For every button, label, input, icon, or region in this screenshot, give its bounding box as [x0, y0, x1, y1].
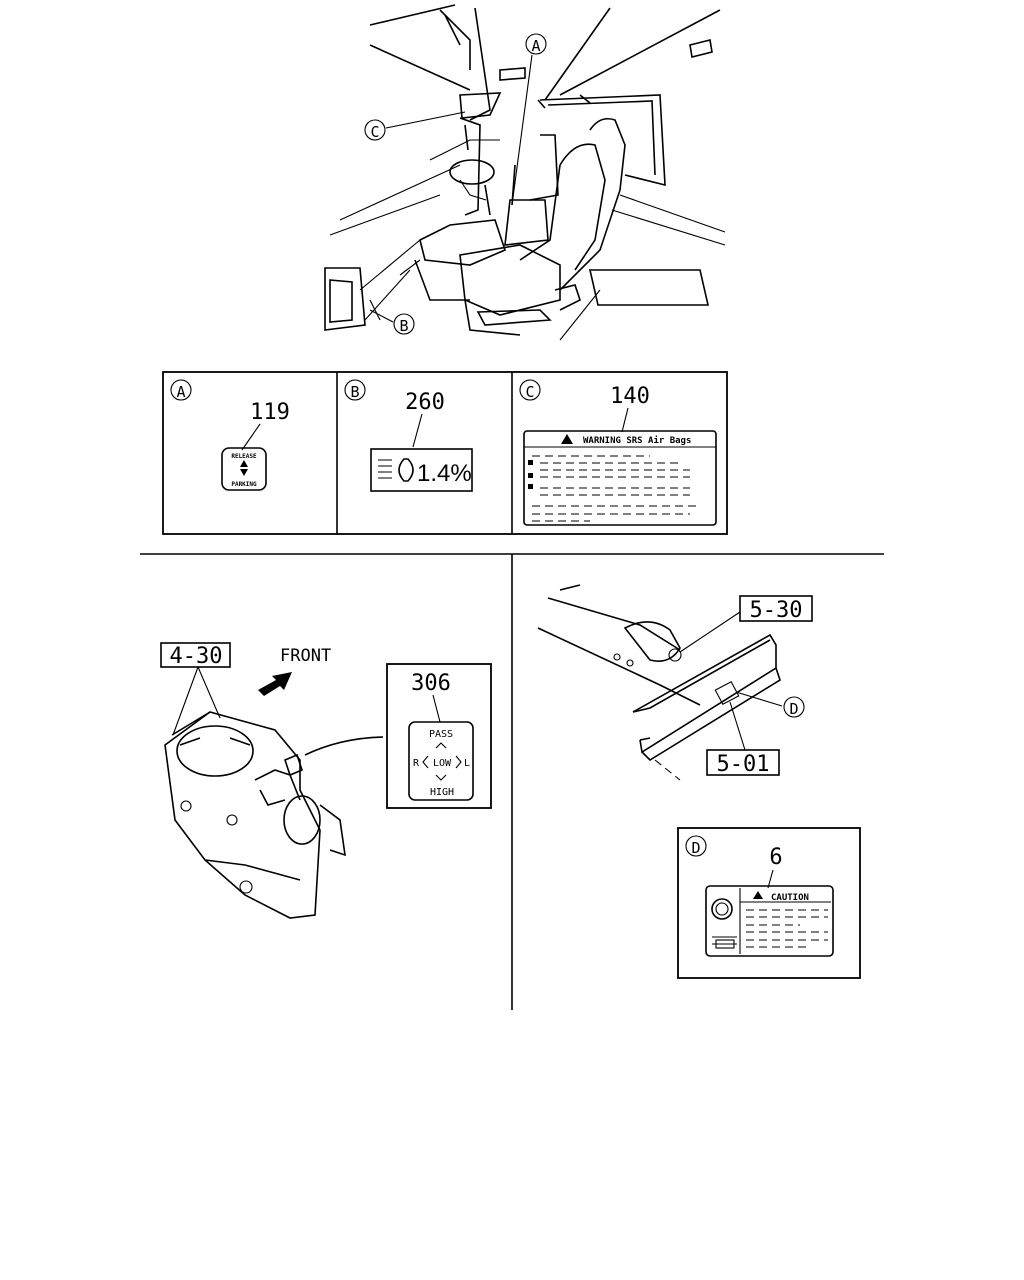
svg-text:L: L — [464, 758, 470, 769]
svg-text:B: B — [399, 317, 408, 335]
warning-triangle-icon — [561, 434, 573, 444]
svg-text:5-30: 5-30 — [750, 598, 803, 623]
svg-text:A: A — [176, 383, 185, 401]
frame-rail-section: 5-30 5-01 D — [537, 584, 813, 781]
callout-a: A — [525, 33, 547, 55]
front-arrow-icon — [258, 672, 292, 696]
ref-box-5-30 — [739, 595, 813, 622]
part-number-260: 260 — [405, 390, 445, 415]
caution-label — [705, 885, 834, 957]
svg-text:C: C — [370, 123, 379, 141]
svg-text:HIGH: HIGH — [430, 787, 454, 798]
ref-box-4-30 — [160, 642, 231, 668]
svg-text:B: B — [350, 383, 359, 401]
part-number-6: 6 — [769, 845, 782, 870]
front-label: FRONT — [280, 646, 331, 666]
headlight-icon — [398, 458, 414, 482]
panel-d: D 6 CAUTION — [677, 827, 861, 979]
panel-b: B 260 1.4% — [344, 379, 473, 492]
headlight-switch-label — [408, 721, 474, 801]
svg-text:D: D — [691, 839, 700, 857]
cab-interior-illustration — [324, 4, 726, 341]
part-number-140: 140 — [610, 384, 650, 409]
svg-text:C: C — [525, 383, 534, 401]
panel-c: C 140 WARNING SRS Air Bags — [519, 379, 717, 526]
svg-text:LOW: LOW — [433, 758, 452, 769]
panel-a: A 119 RELEASE PARKING — [170, 379, 290, 491]
callout-c: C — [364, 119, 386, 141]
srs-warning-label — [523, 430, 717, 526]
svg-text:306: 306 — [411, 671, 451, 696]
label-panels-frame — [162, 371, 728, 535]
svg-text:R: R — [413, 758, 420, 769]
part-number-119: 119 — [250, 400, 290, 425]
svg-text:4-30: 4-30 — [170, 644, 223, 669]
svg-text:PASS: PASS — [429, 729, 453, 740]
caution-triangle-icon — [753, 891, 763, 899]
svg-text:PARKING: PARKING — [231, 481, 257, 488]
svg-text:CAUTION: CAUTION — [771, 893, 809, 903]
svg-text:1.4%: 1.4% — [417, 460, 472, 487]
combination-switch-section: 4-30 FRONT 306 PASS R LOW L HIGH — [160, 642, 492, 919]
callout-d: D — [789, 700, 798, 718]
svg-text:A: A — [531, 37, 540, 55]
svg-text:5-01: 5-01 — [717, 752, 770, 777]
svg-text:RELEASE: RELEASE — [231, 453, 257, 460]
headlight-aim-label — [370, 448, 473, 492]
parking-brake-label — [221, 447, 267, 491]
ref-box-5-01 — [706, 749, 780, 776]
callout-b: B — [393, 313, 415, 335]
svg-text:WARNING SRS Air Bags: WARNING SRS Air Bags — [583, 435, 691, 446]
